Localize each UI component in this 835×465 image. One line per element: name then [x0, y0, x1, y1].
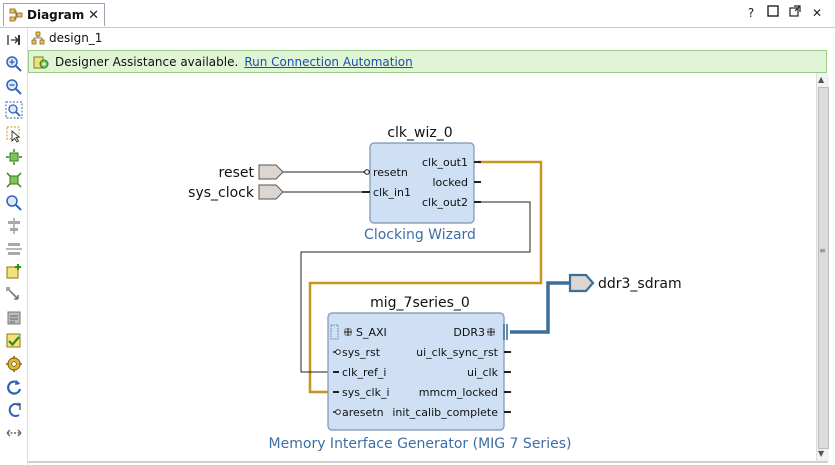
pin-clk-out2[interactable]: clk_out2 [422, 196, 481, 209]
pin-clk-ref-i[interactable]: clk_ref_i [333, 366, 386, 379]
maximize-button[interactable] [765, 5, 781, 21]
designer-assistance-banner: Designer Assistance available. Run Conne… [28, 50, 827, 73]
regenerate-icon[interactable] [5, 309, 23, 327]
float-button[interactable] [787, 5, 803, 21]
pin-sys-clk-i[interactable]: sys_clk_i [333, 386, 390, 399]
assistance-icon [33, 54, 49, 70]
fit-selection-icon[interactable] [5, 148, 23, 166]
add-ip-icon[interactable] [5, 263, 23, 281]
pin-locked-label: locked [432, 176, 468, 189]
diagram-canvas[interactable]: reset sys_clock ddr3_sdram clk_wiz_0 Clo… [28, 73, 816, 461]
pin-mmcm-locked-label: mmcm_locked [419, 386, 498, 399]
block-clk-wiz[interactable]: clk_wiz_0 Clocking Wizard resetn clk_in1… [362, 125, 481, 243]
tab-diagram[interactable]: Diagram ✕ [3, 3, 105, 26]
pin-locked[interactable]: locked [432, 176, 481, 189]
pin-sys-clk-i-label: sys_clk_i [342, 386, 390, 399]
port-reset[interactable]: reset [219, 164, 284, 181]
pin-clk-out1[interactable]: clk_out1 [422, 156, 481, 169]
pin-init-calib-complete[interactable]: init_calib_complete [392, 406, 511, 419]
hierarchy-icon [31, 31, 45, 45]
net-clk-out2[interactable] [300, 201, 531, 373]
pin-clk-ref-i-label: clk_ref_i [342, 366, 386, 379]
run-connection-automation-link[interactable]: Run Connection Automation [244, 54, 413, 69]
clk-wiz-instance-name: clk_wiz_0 [387, 125, 452, 141]
pin-aresetn[interactable]: aresetn [333, 406, 384, 419]
grip-icon: ≡ [819, 246, 826, 255]
scroll-down-icon[interactable]: ▼ [818, 449, 825, 458]
help-button[interactable]: ? [747, 6, 755, 20]
port-sys-clock[interactable]: sys_clock [188, 184, 284, 201]
expand-icon[interactable] [5, 424, 23, 442]
pin-sys-rst[interactable]: sys_rst [333, 346, 381, 359]
pin-sys-rst-label: sys_rst [342, 346, 381, 359]
pin-ddr3[interactable]: DDR3 [453, 324, 508, 340]
mig-instance-name: mig_7series_0 [370, 295, 470, 311]
refresh-icon[interactable] [5, 378, 23, 396]
tab-close-icon[interactable]: ✕ [88, 7, 99, 23]
diagram-toolbar [0, 28, 28, 465]
port-reset-label: reset [219, 165, 255, 181]
route-icon[interactable] [5, 401, 23, 419]
diagram-icon [9, 8, 23, 22]
zoom-out-icon[interactable] [5, 78, 23, 96]
pin-ui-clk-sync-rst-label: ui_clk_sync_rst [416, 346, 499, 359]
select-icon[interactable] [5, 125, 23, 143]
auto-fit-icon[interactable] [5, 171, 23, 189]
pin-ddr3-label: DDR3 [453, 326, 485, 339]
pin-resetn-label: resetn [373, 166, 408, 179]
tab-title: Diagram [27, 8, 85, 22]
distribute-icon[interactable] [5, 240, 23, 258]
scroll-up-icon[interactable]: ▲ [818, 75, 825, 84]
settings-icon[interactable] [5, 355, 23, 373]
net-clk-out1[interactable] [308, 160, 543, 394]
breadcrumb[interactable]: design_1 [27, 28, 102, 48]
pin-s-axi-label: S_AXI [356, 326, 387, 339]
port-ddr3-sdram-label: ddr3_sdram [598, 276, 682, 292]
pin-ui-clk-sync-rst[interactable]: ui_clk_sync_rst [416, 346, 511, 359]
pin-clk-out1-label: clk_out1 [422, 156, 468, 169]
pin-ui-clk-label: ui_clk [467, 366, 499, 379]
validate-icon[interactable] [5, 332, 23, 350]
search-icon[interactable] [5, 194, 23, 212]
pin-clk-in1-label: clk_in1 [373, 186, 411, 199]
pin-ui-clk[interactable]: ui_clk [467, 366, 511, 379]
port-sys-clock-label: sys_clock [188, 185, 255, 201]
vertical-scrollbar[interactable]: ▲ ≡ ▼ [816, 73, 829, 461]
title-bar: Diagram ✕ ? ✕ [0, 0, 835, 28]
bottom-edge [28, 461, 828, 463]
scrollbar-thumb[interactable] [818, 87, 829, 449]
mig-subtitle: Memory Interface Generator (MIG 7 Series… [269, 436, 572, 452]
pin-clk-in1[interactable]: clk_in1 [362, 186, 411, 199]
zoom-in-icon[interactable] [5, 55, 23, 73]
zoom-fit-icon[interactable] [5, 101, 23, 119]
pin-clk-out2-label: clk_out2 [422, 196, 468, 209]
block-mig[interactable]: mig_7series_0 Memory Interface Generator… [269, 295, 572, 452]
pin-aresetn-label: aresetn [342, 406, 384, 419]
clk-wiz-subtitle: Clocking Wizard [364, 227, 476, 243]
align-icon[interactable] [5, 217, 23, 235]
net-ddr3[interactable] [510, 281, 571, 334]
block-diagram[interactable]: reset sys_clock ddr3_sdram clk_wiz_0 Clo… [28, 73, 816, 461]
banner-text: Designer Assistance available. [55, 54, 239, 69]
pin-init-calib-complete-label: init_calib_complete [392, 406, 498, 419]
pin-resetn[interactable]: resetn [363, 166, 408, 179]
expand-collapse-icon[interactable] [5, 31, 23, 49]
make-connection-icon[interactable] [5, 286, 23, 304]
pin-s-axi[interactable]: S_AXI [330, 324, 387, 340]
breadcrumb-label[interactable]: design_1 [49, 31, 103, 45]
pin-mmcm-locked[interactable]: mmcm_locked [419, 386, 511, 399]
close-button[interactable]: ✕ [811, 6, 823, 20]
port-ddr3-sdram[interactable]: ddr3_sdram [568, 273, 682, 293]
